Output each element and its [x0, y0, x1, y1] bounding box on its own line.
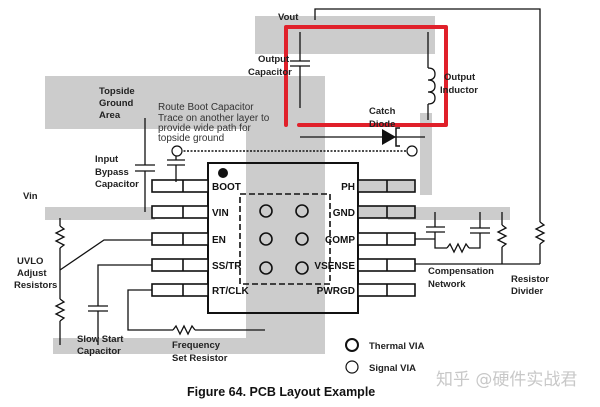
label-slow-start-2: Capacitor — [77, 346, 121, 357]
sstr-trace — [97, 264, 152, 306]
thermal-vias — [259, 204, 309, 275]
legend-thermal-via-icon — [345, 338, 359, 352]
output-inductor-coil — [427, 67, 436, 105]
watermark: 知乎 @硬件实战君 — [436, 370, 577, 390]
label-slow-start-1: Slow Start — [77, 334, 124, 345]
pin-label-sstr: SS/TR — [212, 261, 242, 272]
catch-diode-triangle — [382, 129, 396, 145]
thermal-via — [295, 232, 309, 246]
legend-thermal-via-label: Thermal VIA — [369, 341, 425, 352]
label-output-capacitor-1: Output — [258, 54, 290, 65]
label-catch-diode-2: Diode — [369, 119, 395, 130]
signal-via-ph — [406, 145, 418, 157]
pin-pad-comp — [357, 232, 416, 246]
comp-cap1-lead-bottom — [434, 232, 447, 249]
label-route-boot-4: topside ground — [158, 133, 224, 144]
label-route-boot-2: Trace on another layer to — [158, 113, 270, 124]
label-resistor-divider-2: Divider — [511, 286, 544, 297]
pin-label-en: EN — [212, 235, 226, 246]
label-output-inductor-1: Output — [444, 72, 476, 83]
figure-caption: Figure 64. PCB Layout Example — [187, 385, 375, 399]
thermal-via — [295, 204, 309, 218]
pin-label-pwrgd: PWRGD — [317, 286, 355, 297]
label-uvlo-2: Adjust — [17, 268, 47, 279]
left-pins — [151, 179, 209, 297]
pin-pad-vsense — [357, 258, 416, 272]
label-topside-ground-2: Ground — [99, 98, 133, 109]
right-pin-labels: PH GND COMP VSENSE PWRGD — [314, 182, 355, 297]
catch-diode-bar — [395, 127, 400, 147]
label-compensation-2: Network — [428, 279, 466, 290]
pin-pad-en — [151, 232, 209, 246]
pin-label-gnd: GND — [333, 208, 355, 219]
pin-pad-gnd — [357, 205, 416, 219]
pin-pad-vin — [151, 205, 209, 219]
vout-feedback-trace — [314, 8, 541, 222]
pin-label-comp: COMP — [325, 235, 355, 246]
right-pins — [357, 179, 416, 297]
label-topside-ground-3: Area — [99, 110, 121, 121]
uvlo-resistor-top — [54, 225, 66, 249]
ph-copper — [420, 113, 432, 195]
label-topside-ground-1: Topside — [99, 86, 135, 97]
pin-label-boot: BOOT — [212, 182, 241, 193]
comp-cap2-lead-bottom — [469, 233, 481, 249]
en-trace — [59, 239, 152, 271]
label-vin: Vin — [23, 191, 38, 202]
wiring — [54, 8, 546, 345]
label-output-capacitor-2: Capacitor — [248, 67, 292, 78]
label-route-boot-1: Route Boot Capacitor — [158, 102, 254, 113]
thermal-via — [295, 261, 309, 275]
label-vout: Vout — [278, 12, 299, 23]
label-uvlo-1: UVLO — [17, 256, 43, 267]
catch-diode — [382, 127, 400, 147]
left-pin-labels: BOOT VIN EN SS/TR RT/CLK — [212, 182, 249, 297]
highlight-loop-left — [284, 25, 448, 127]
pin-label-vsense: VSENSE — [314, 261, 355, 272]
label-resistor-divider-1: Resistor — [511, 274, 549, 285]
pin-pad-boot — [151, 179, 209, 193]
label-uvlo-3: Resistors — [14, 280, 57, 291]
pin1-marker — [218, 168, 228, 178]
label-freq-resistor-2: Set Resistor — [172, 353, 228, 364]
frequency-set-resistor — [172, 324, 196, 336]
thermal-pad — [239, 193, 331, 285]
thermal-via — [259, 232, 273, 246]
pin-label-vin: VIN — [212, 208, 229, 219]
label-output-inductor-2: Inductor — [440, 85, 478, 96]
divider-resistor-high — [534, 221, 546, 245]
thermal-via — [259, 261, 273, 275]
legend: Thermal VIA Signal VIA — [345, 338, 425, 374]
thermal-via — [259, 204, 273, 218]
pin-pad-ph — [357, 179, 416, 193]
pin-label-ph: PH — [341, 182, 355, 193]
vin-copper — [45, 207, 155, 220]
label-compensation-1: Compensation — [428, 266, 494, 277]
rtclk-trace — [127, 289, 173, 331]
pin-label-rtclk: RT/CLK — [212, 286, 249, 297]
legend-signal-via-label: Signal VIA — [369, 363, 416, 374]
uvlo-resistor-bottom — [54, 298, 66, 322]
signal-via-boot — [171, 145, 183, 157]
label-catch-diode-1: Catch — [369, 106, 396, 117]
label-route-boot-3: provide wide path for — [158, 123, 252, 134]
label-freq-resistor-1: Frequency — [172, 340, 221, 351]
pin-pad-sstr — [151, 258, 209, 272]
divider-resistor-low — [496, 224, 508, 248]
label-input-bypass-3: Capacitor — [95, 179, 139, 190]
pin-pad-pwrgd — [357, 283, 416, 297]
highlight-loop — [284, 25, 448, 127]
label-input-bypass-1: Input — [95, 154, 119, 165]
pin-pad-rtclk — [151, 283, 209, 297]
legend-signal-via-icon — [345, 360, 359, 374]
bottom-ground — [53, 338, 325, 354]
comp-resistor — [446, 242, 470, 254]
label-input-bypass-2: Bypass — [95, 167, 129, 178]
